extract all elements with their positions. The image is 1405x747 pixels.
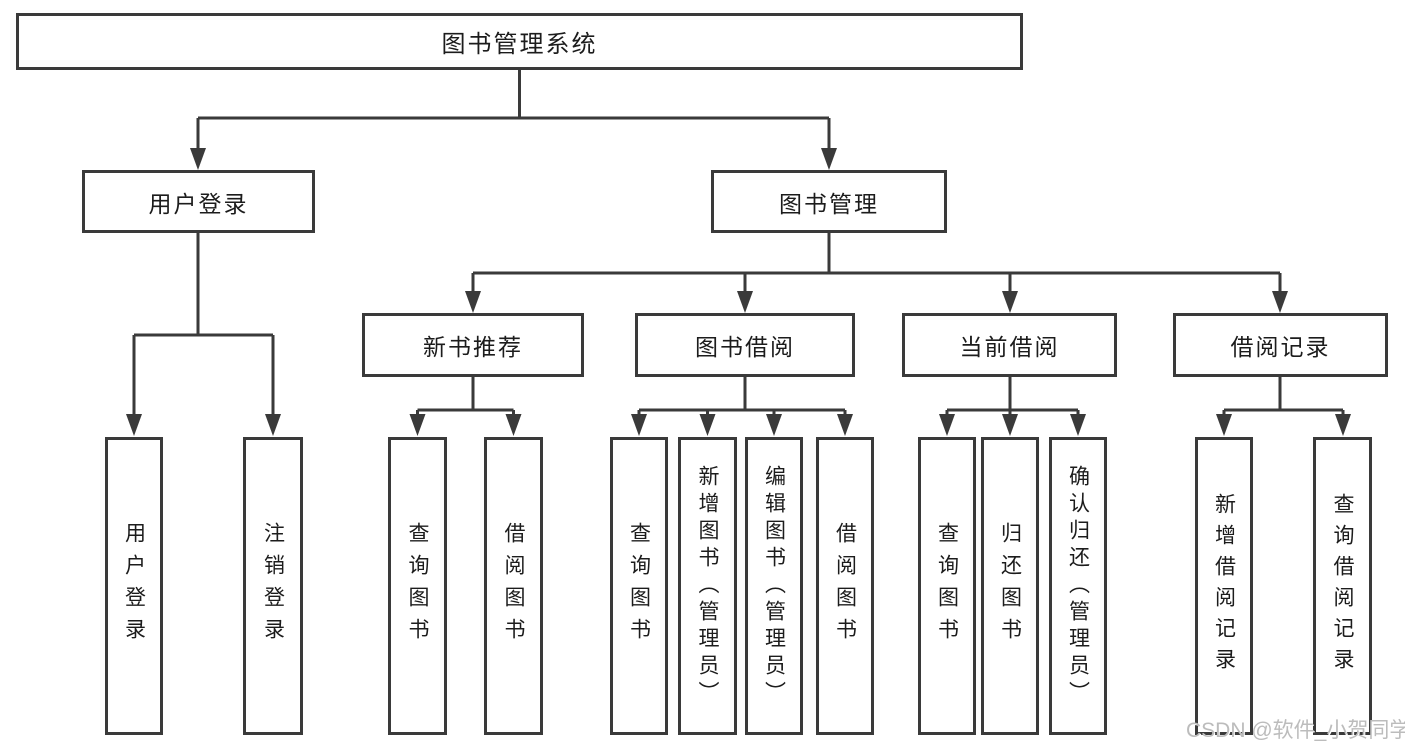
arrowhead: [699, 414, 716, 436]
node-borrowing-records: 借阅记录: [1173, 313, 1388, 377]
node-label: 注销登录: [261, 522, 285, 650]
node-book-management: 图书管理: [711, 170, 947, 233]
node-label: 查询借阅记录: [1331, 493, 1354, 679]
arrowhead: [837, 414, 853, 436]
node-label: 图书借阅: [695, 334, 795, 360]
node-label: 确认归还（管理员）: [1066, 464, 1090, 708]
arrowhead: [939, 414, 955, 436]
node-user-login-leaf: 用户登录: [105, 437, 163, 735]
node-label: 查询图书: [627, 522, 651, 650]
csdn-watermark: CSDN @软件_小贺同学: [1186, 719, 1405, 742]
node-add-borrow-record: 新增借阅记录: [1195, 437, 1253, 735]
node-borrow-books-leaf: 借阅图书: [816, 437, 874, 735]
node-query-books-current: 查询图书: [918, 437, 976, 735]
node-library-management-system: 图书管理系统: [16, 13, 1023, 70]
node-logout-leaf: 注销登录: [243, 437, 303, 735]
arrowhead: [631, 414, 647, 436]
node-label: 借阅记录: [1230, 334, 1331, 360]
node-label: 图书管理系统: [441, 31, 598, 58]
node-label: 查询图书: [935, 522, 959, 650]
connector-book-management-branch: [471, 233, 1282, 293]
arrowhead: [1002, 414, 1018, 436]
node-user-login: 用户登录: [82, 170, 315, 233]
arrowhead: [265, 414, 281, 436]
node-label: 新增图书（管理员）: [696, 464, 719, 708]
node-label: 用户登录: [122, 522, 146, 650]
arrowhead: [821, 148, 837, 170]
node-label: 查询图书: [406, 522, 429, 650]
connector-user-login-branch: [132, 233, 275, 416]
arrowhead: [1070, 414, 1086, 436]
arrowhead: [465, 291, 481, 313]
connector-current-borrow-branch: [945, 377, 1080, 416]
node-return-books: 归还图书: [981, 437, 1039, 735]
node-label: 图书管理: [779, 190, 879, 217]
arrowhead: [737, 291, 753, 313]
node-borrow-books-recommend: 借阅图书: [484, 437, 543, 735]
node-label: 借阅图书: [502, 522, 525, 650]
node-label: 当前借阅: [959, 334, 1060, 360]
connector-borrow-record-branch: [1222, 377, 1345, 416]
node-edit-books-admin: 编辑图书（管理员）: [745, 437, 803, 735]
connector-new-book-branch: [416, 377, 515, 416]
node-label: 新书推荐: [423, 334, 523, 360]
arrowhead: [1002, 291, 1018, 313]
arrowhead: [1335, 414, 1351, 436]
node-label: 新增借阅记录: [1212, 493, 1236, 679]
connector-book-borrow-branch: [637, 377, 847, 416]
node-book-borrowing: 图书借阅: [635, 313, 855, 377]
arrowhead: [505, 414, 522, 436]
node-add-books-admin: 新增图书（管理员）: [678, 437, 737, 735]
arrowhead: [190, 148, 206, 170]
node-label: 用户登录: [148, 190, 249, 217]
arrowhead: [766, 414, 782, 436]
node-query-books-borrowing: 查询图书: [610, 437, 668, 735]
connector-root-to-level2: [196, 70, 831, 150]
arrowhead: [1216, 414, 1232, 436]
node-current-borrowing: 当前借阅: [902, 313, 1117, 377]
node-label: 归还图书: [998, 522, 1022, 650]
node-query-borrow-record: 查询借阅记录: [1313, 437, 1372, 735]
node-query-books-recommend: 查询图书: [388, 437, 447, 735]
node-confirm-return-admin: 确认归还（管理员）: [1049, 437, 1107, 735]
node-label: 借阅图书: [833, 522, 857, 650]
arrowhead: [1272, 291, 1288, 313]
arrowhead: [126, 414, 142, 436]
node-new-book-recommendation: 新书推荐: [362, 313, 584, 377]
node-label: 编辑图书（管理员）: [762, 464, 786, 708]
arrowhead: [409, 414, 426, 436]
